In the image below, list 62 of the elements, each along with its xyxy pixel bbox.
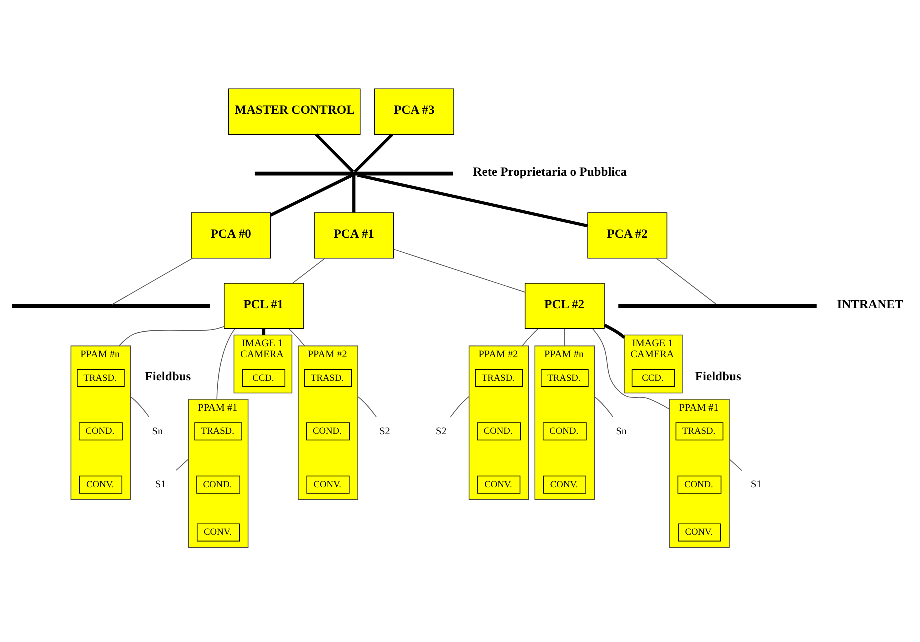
connector (356, 173, 588, 228)
node-box: PCA #3 (374, 88, 454, 134)
node-box: MASTER CONTROL (228, 88, 360, 134)
connector (603, 323, 626, 339)
connector (292, 258, 326, 284)
node-box: COND. (677, 475, 722, 494)
connector (521, 328, 538, 346)
node-box: CCD. (242, 368, 286, 387)
node-bar (12, 304, 210, 308)
node-box: PCA #1 (314, 212, 394, 258)
connector (450, 396, 470, 418)
connector (175, 458, 189, 471)
node-bar (618, 304, 816, 308)
node-box: PCL #1 (224, 282, 304, 329)
node-text: S1 (154, 479, 166, 490)
label: Rete Proprietaria o Pubblica (472, 164, 626, 178)
connector (352, 174, 356, 212)
node-box: TRASD. (194, 422, 242, 440)
connector (288, 328, 305, 346)
connector (594, 396, 614, 418)
node-box: COND. (476, 422, 521, 440)
node-box: CONV. (78, 475, 122, 494)
connector (270, 174, 353, 216)
node-box: TRASD. (474, 368, 522, 387)
connector (216, 328, 236, 400)
node-box: COND. (78, 422, 122, 440)
connector (314, 133, 354, 173)
node-box: COND. (306, 422, 350, 440)
node-text: S1 (750, 479, 762, 490)
connector (656, 258, 716, 304)
node-box: TRASD. (76, 368, 124, 387)
connector (728, 458, 742, 471)
node-box: CCD. (631, 368, 675, 387)
node-text: S2 (436, 426, 446, 437)
node-text: Sn (616, 426, 627, 437)
connector (564, 328, 565, 346)
connector (357, 396, 377, 418)
node-box: TRASD. (675, 422, 724, 440)
connector (112, 258, 193, 305)
node-box: PCL #2 (524, 282, 604, 329)
node-box: PCA #0 (190, 212, 271, 258)
node-box: PCA #2 (587, 212, 668, 258)
node-box: CONV. (678, 523, 721, 542)
node-box: COND. (196, 475, 240, 494)
connector (392, 248, 525, 292)
label: Fieldbus (144, 369, 191, 384)
node-box: CONV. (306, 475, 350, 494)
node-box: COND. (542, 422, 586, 440)
node-box: TRASD. (540, 368, 588, 387)
node-text: Sn (152, 426, 163, 437)
connector (592, 328, 670, 410)
node-box: TRASD. (304, 368, 352, 387)
node-box: CONV. (196, 523, 240, 542)
node-bar (254, 171, 453, 176)
label: Fieldbus (694, 369, 741, 384)
label: INTRANET (836, 296, 903, 311)
connector (118, 326, 224, 346)
node-box: CONV. (542, 475, 586, 494)
connector (353, 133, 393, 173)
node-text: S2 (379, 426, 390, 437)
node-box: CONV. (477, 475, 520, 494)
connector (130, 396, 150, 418)
